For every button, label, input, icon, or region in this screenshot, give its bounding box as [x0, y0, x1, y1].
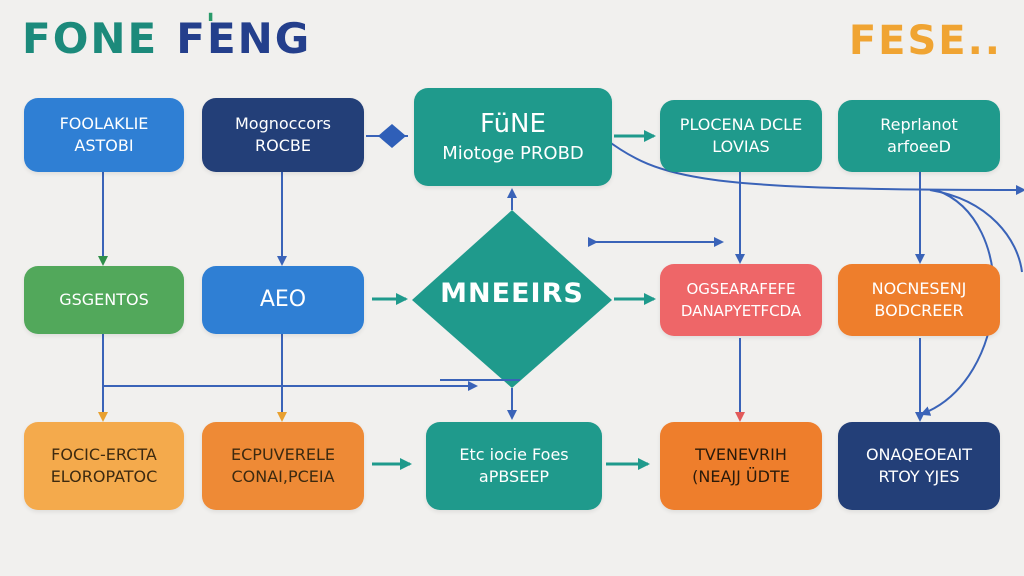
node-center-top[interactable]: FüNE Miotoge PROBD	[414, 88, 612, 186]
node-r3c3[interactable]: Etc iocie Foes aPBSEEP	[426, 422, 602, 510]
node-r1c4-line2: LOVIAS	[712, 137, 770, 156]
node-r3c4-line2: (NEAJJ ÜDTE	[692, 467, 790, 486]
node-r1c2-line1: Mognoccors	[235, 114, 331, 133]
node-r1c5-line2: arfoeeD	[887, 137, 951, 156]
node-r1c4-line1: PLOCENA DCLE	[679, 115, 803, 134]
node-r3c4[interactable]: TVENEVRIH (NEAJJ ÜDTE	[660, 422, 822, 510]
node-r1c5[interactable]: Reprlanot arfoeeD	[838, 100, 1000, 172]
node-r1c5-line1: Reprlanot	[880, 115, 958, 134]
node-r1c2-line2: ROCBE	[255, 136, 311, 155]
logo-word-2: FENG	[176, 14, 312, 63]
node-r2c2[interactable]: AEO	[202, 266, 364, 334]
node-r2c5-line2: BODCREER	[874, 301, 964, 320]
header-badge: FESE..	[848, 18, 1002, 64]
node-r3c5-line1: ONAQEOEAIT	[865, 445, 973, 464]
node-r3c5-line2: RTOY YJES	[878, 467, 960, 486]
node-r2c4-line2: DANAPYETFCDA	[680, 302, 802, 320]
node-r3c5[interactable]: ONAQEOEAIT RTOY YJES	[838, 422, 1000, 510]
node-r3c4-line1: TVENEVRIH	[695, 445, 787, 464]
connector	[603, 137, 1024, 195]
node-r2c5[interactable]: NOCNESENJ BODCREER	[838, 264, 1000, 336]
node-r3c1[interactable]: FOCIC-ERCTA ELOROPATOC	[24, 422, 184, 510]
node-r2c1-line1: GSGENTOS	[59, 290, 149, 309]
node-center-top-line1: FüNE	[480, 109, 546, 139]
node-center-top-line2: Miotoge PROBD	[442, 143, 584, 164]
logo: FONE 'FENG	[22, 8, 312, 74]
node-r1c4[interactable]: PLOCENA DCLE LOVIAS	[660, 100, 822, 172]
node-r3c2-line2: CONAI,PCEIA	[231, 467, 335, 486]
node-r2c1[interactable]: GSGENTOS	[24, 266, 184, 334]
node-r3c3-line2: aPBSEEP	[478, 467, 550, 486]
node-r3c1-line1: FOCIC-ERCTA	[51, 445, 157, 464]
node-r2c5-line1: NOCNESENJ	[871, 279, 967, 298]
node-r1c1-line1: FOOLAKLIE	[59, 114, 149, 133]
logo-word-1: FONE	[22, 14, 159, 63]
node-r3c2-line1: ECPUVERELE	[231, 445, 335, 464]
node-r2c4-line1: OGSEARAFEFE	[686, 280, 796, 298]
diamond-label: MNEEIRS	[440, 278, 584, 309]
node-r3c1-line2: ELOROPATOC	[50, 467, 158, 486]
node-r1c1[interactable]: FOOLAKLIE ASTOBI	[24, 98, 184, 172]
node-r1c1-line2: ASTOBI	[74, 136, 134, 155]
logo-mark: '	[206, 8, 218, 43]
node-r2c4[interactable]: OGSEARAFEFE DANAPYETFCDA	[660, 264, 822, 336]
node-r2c2-line1: AEO	[259, 287, 307, 312]
node-r3c2[interactable]: ECPUVERELE CONAI,PCEIA	[202, 422, 364, 510]
node-r1c2[interactable]: Mognoccors ROCBE	[202, 98, 364, 172]
connector-diamond-marker	[378, 124, 406, 148]
decision-diamond[interactable]	[412, 210, 612, 388]
node-r3c3-line1: Etc iocie Foes	[459, 445, 569, 464]
connector	[929, 189, 1023, 273]
